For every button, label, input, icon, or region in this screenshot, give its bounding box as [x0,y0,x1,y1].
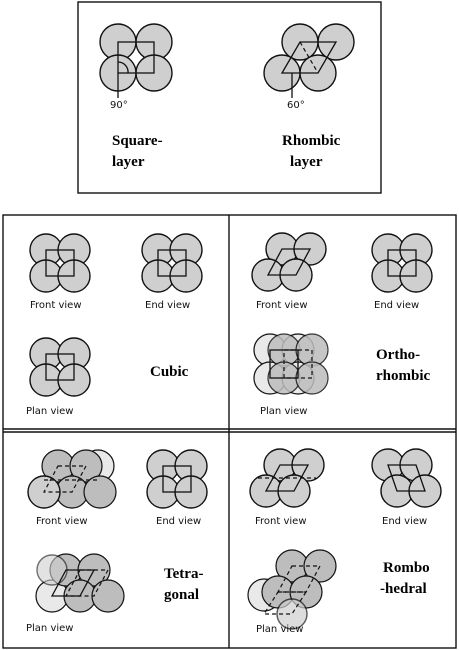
ortho-title-2: rhombic [376,368,431,384]
cubic-end-label: End view [145,300,190,311]
square-angle-label: 90° [110,100,128,111]
square-layer-title-1: Square- [112,133,163,149]
tetra-title-1: Tetra- [164,566,203,582]
ortho-plan-figure [253,333,329,395]
tetra-plan-label: Plan view [26,623,73,634]
rhombic-angle-label: 60° [287,100,305,111]
tetra-front-label: Front view [36,516,88,527]
rhombic-layer-title-2: layer [290,154,323,170]
rombo-plan-figure [247,549,337,630]
cubic-front-label: Front view [30,300,82,311]
rombo-front-label: Front view [255,516,307,527]
tetra-plan-figure [35,553,125,613]
square-layer-figure [99,23,173,98]
rombo-title-2: -hedral [380,581,427,597]
rombo-plan-label: Plan view [256,624,303,635]
ortho-plan-label: Plan view [260,406,307,417]
tetra-end-figure [146,449,208,509]
ortho-end-label: End view [374,300,419,311]
rombo-end-figure [371,448,442,508]
cubic-plan-label: Plan view [26,406,73,417]
cubic-front-figure [29,233,91,293]
square-layer-title-2: layer [112,154,145,170]
cubic-plan-figure [29,337,91,397]
rombo-end-label: End view [382,516,427,527]
cubic-end-figure [141,233,203,293]
ortho-title-1: Ortho- [376,347,420,363]
cubic-title: Cubic [150,364,189,380]
rombo-front-figure [249,448,325,508]
tetra-front-figure [27,449,117,509]
ortho-front-figure [251,232,327,292]
rhombic-layer-figure [263,23,355,98]
ortho-front-label: Front view [256,300,308,311]
tetra-title-2: gonal [164,587,199,603]
tetra-end-label: End view [156,516,201,527]
rhombic-layer-title-1: Rhombic [282,133,341,149]
layer-panel-border [77,1,382,194]
rombo-title-1: Rombo [383,560,430,576]
ortho-end-figure [371,233,433,293]
